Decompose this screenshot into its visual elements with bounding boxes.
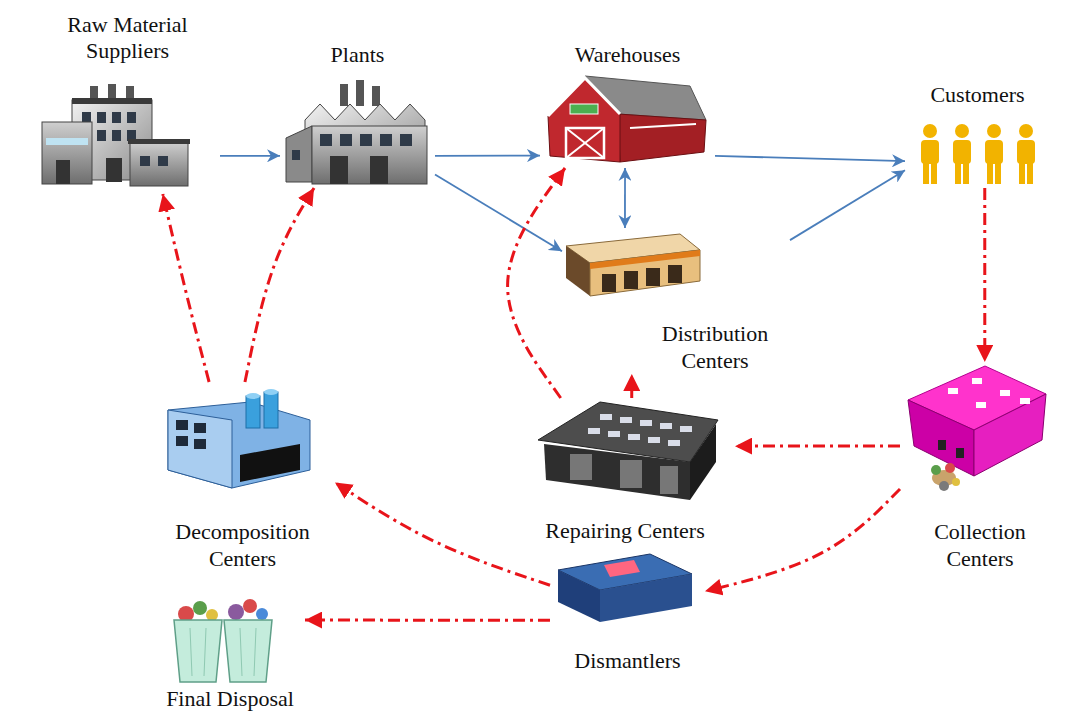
icon-node: Decomposition Centers [150, 382, 335, 572]
forward-flow-arrow [220, 155, 280, 157]
collection-center-icon [908, 366, 1046, 491]
trash-pile [931, 463, 960, 491]
reverse-flow-arrow [163, 194, 209, 382]
warehouse-icon [548, 76, 706, 162]
icon-node: Repairing Centers [515, 398, 735, 544]
icon-node: Customers [905, 82, 1050, 188]
node-label: Dismantlers [574, 648, 680, 674]
dismantler-icon [558, 554, 692, 622]
reverse-flow-arrow [245, 188, 314, 382]
forward-flow-arrow [790, 170, 905, 240]
supplier-factory-icon [42, 84, 190, 186]
repairing-center-icon [538, 402, 718, 500]
plant-factory-icon [286, 80, 427, 184]
node-label: Plants [331, 42, 385, 68]
forward-flow-arrow [715, 156, 905, 161]
icon-node: Dismantlers [550, 552, 705, 674]
reverse-flow-arrow [630, 374, 633, 398]
reverse-flow-arrow [983, 188, 986, 362]
reverse-flow-arrow [735, 445, 900, 448]
node-label: Final Disposal [166, 686, 294, 712]
customers-icon [921, 124, 1035, 184]
node-label: Decomposition Centers [150, 519, 335, 572]
forward-flow-arrow [624, 168, 626, 228]
reverse-flow-arrow [335, 482, 550, 585]
reverse-flow-arrow [508, 168, 565, 398]
icon-node: Collection Centers [900, 362, 1060, 572]
node-label: Customers [930, 82, 1024, 108]
icon-node: Distribution Centers [562, 228, 790, 374]
node-label: Raw Material Suppliers [35, 12, 220, 65]
node-label: Repairing Centers [545, 518, 704, 544]
icon-node: Raw Material Suppliers [35, 12, 220, 194]
forward-flow-arrow [435, 175, 562, 252]
icon-node: Warehouses [540, 42, 715, 168]
node-label: Distribution Centers [640, 321, 790, 374]
icon-node: Final Disposal [155, 598, 305, 712]
reverse-flow-arrow [705, 489, 900, 591]
node-label: Warehouses [575, 42, 681, 68]
forward-flow-arrow [435, 155, 540, 157]
decomposition-center-icon [168, 389, 310, 488]
node-label: Collection Centers [900, 519, 1060, 572]
disposal-bins-icon [174, 599, 272, 682]
distribution-center-icon [566, 234, 700, 296]
reverse-flow-arrow [305, 619, 550, 622]
icon-node: Plants [280, 42, 435, 188]
